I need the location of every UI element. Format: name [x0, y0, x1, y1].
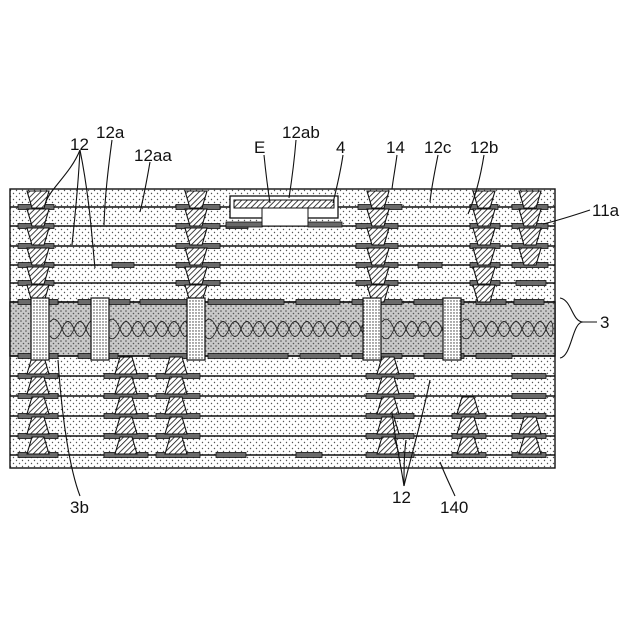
label-12ab: 12ab — [282, 123, 320, 142]
label-14: 14 — [386, 138, 405, 157]
component-pad — [226, 222, 262, 227]
label-140: 140 — [440, 498, 468, 517]
conductor-pad — [476, 354, 512, 359]
label-12c: 12c — [424, 138, 452, 157]
label-12aa: 12aa — [134, 146, 172, 165]
label-12-bottom: 12 — [392, 488, 411, 507]
conductor-pad — [216, 453, 246, 458]
through-hole-conductor — [31, 298, 49, 360]
conductor-pad — [418, 263, 442, 268]
label-12-top: 12 — [70, 135, 89, 154]
conductor-pad — [208, 300, 284, 305]
conductor-pad — [296, 300, 340, 305]
conductor-pad — [512, 374, 546, 379]
through-hole-conductor — [187, 298, 205, 360]
component-body — [262, 208, 308, 226]
through-hole-conductor — [91, 298, 109, 360]
label-4: 4 — [336, 138, 345, 157]
label-3: 3 — [600, 313, 609, 332]
conductor-pad — [208, 354, 288, 359]
conductor-pad — [514, 300, 544, 305]
conductor-pad — [512, 394, 546, 399]
component-electrode — [234, 200, 334, 208]
conductor-pad — [516, 281, 546, 286]
conductor-pad — [300, 354, 340, 359]
conductor-pad — [296, 453, 322, 458]
label-E: E — [254, 138, 265, 157]
conductor-pad — [112, 263, 134, 268]
embedded-component — [226, 196, 342, 227]
conductor-pad — [140, 300, 190, 305]
label-12a: 12a — [96, 123, 125, 142]
label-11a: 11a — [592, 201, 620, 220]
label-3b: 3b — [70, 498, 89, 517]
component-pad — [308, 222, 342, 227]
through-hole-conductor — [363, 298, 381, 360]
label-12b: 12b — [470, 138, 498, 157]
through-hole-conductor — [443, 298, 461, 360]
